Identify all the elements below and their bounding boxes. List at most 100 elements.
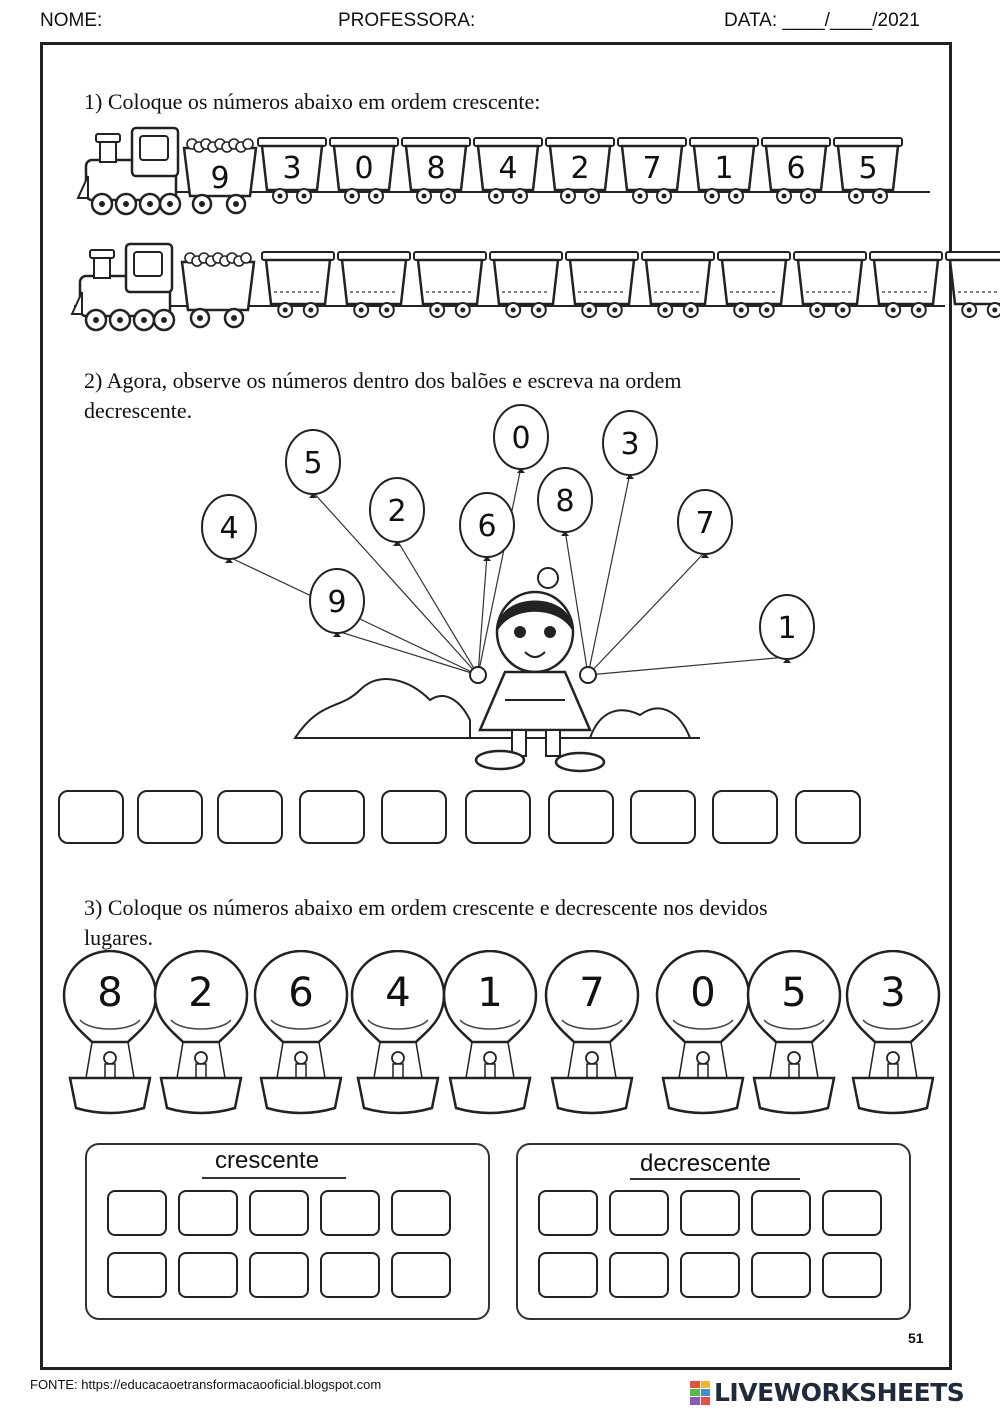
date-label: DATA: ____/____/2021 (724, 10, 920, 31)
wagon-number: 7 (642, 151, 661, 186)
balloon-number: 4 (219, 511, 238, 546)
empty-wagon (945, 251, 1000, 318)
empty-wagon (413, 251, 487, 318)
answer-box[interactable] (538, 1252, 598, 1298)
balloon: 9 (309, 568, 365, 637)
train-wagon: 6 (761, 137, 831, 204)
answer-box[interactable] (391, 1252, 451, 1298)
balloon: 3 (602, 410, 658, 479)
hot-air-balloon-number: 2 (188, 970, 213, 1016)
answer-box[interactable] (320, 1252, 380, 1298)
q2-answer-row (0, 790, 1000, 850)
balloon-number: 5 (303, 446, 322, 481)
answer-box[interactable] (178, 1190, 238, 1236)
balloon-number: 8 (555, 484, 574, 519)
answer-box[interactable] (137, 790, 203, 844)
answer-box[interactable] (465, 790, 531, 844)
balloon-number: 3 (620, 427, 639, 462)
answer-box[interactable] (822, 1190, 882, 1236)
balloon: 8 (537, 467, 593, 536)
hot-air-balloon-number: 4 (385, 970, 410, 1016)
professora-label: PROFESSORA: (338, 10, 476, 31)
answer-box[interactable] (751, 1190, 811, 1236)
empty-wagon (489, 251, 563, 318)
hot-air-balloon-number: 0 (690, 970, 715, 1016)
wagon-number: 8 (426, 151, 445, 186)
answer-box[interactable] (58, 790, 124, 844)
answer-box[interactable] (795, 790, 861, 844)
hot-air-balloon: 2 (153, 950, 249, 1115)
question-1-text: 1) Coloque os números abaixo em ordem cr… (84, 89, 541, 114)
answer-box[interactable] (249, 1190, 309, 1236)
answer-box[interactable] (680, 1252, 740, 1298)
answer-box[interactable] (822, 1252, 882, 1298)
balloon: 2 (369, 477, 425, 546)
answer-box[interactable] (548, 790, 614, 844)
wagon-number: 1 (714, 151, 733, 186)
question-2-text-line2: decrescente. (84, 398, 193, 423)
answer-box[interactable] (107, 1252, 167, 1298)
empty-wagon (565, 251, 639, 318)
hot-air-balloon: 1 (442, 950, 538, 1115)
hot-air-balloon: 7 (544, 950, 640, 1115)
decrescente-panel: decrescente (516, 1143, 911, 1320)
wagon-number: 0 (354, 151, 373, 186)
hot-air-balloon: 8 (62, 950, 158, 1115)
decrescente-label: decrescente (640, 1150, 771, 1177)
brand-name: LIVEWORKSHEETS (714, 1378, 965, 1407)
hot-air-balloon-number: 1 (477, 970, 502, 1016)
answer-box[interactable] (217, 790, 283, 844)
train-wagon: 4 (473, 137, 543, 204)
balloon-number: 6 (477, 509, 496, 544)
answer-box[interactable] (751, 1252, 811, 1298)
balloon: 7 (677, 489, 733, 558)
liveworksheets-logo: LIVEWORKSHEETS (690, 1378, 965, 1407)
hot-air-balloon: 0 (655, 950, 751, 1115)
empty-wagon (641, 251, 715, 318)
answer-box[interactable] (538, 1190, 598, 1236)
wagon-number: 6 (786, 151, 805, 186)
worksheet-frame (40, 42, 952, 1370)
balloon: 6 (459, 492, 515, 561)
balloon-number: 2 (387, 494, 406, 529)
train-wagon: 3 (257, 137, 327, 204)
balloon: 0 (493, 404, 549, 473)
wagon-number: 4 (498, 151, 517, 186)
hot-air-balloon-number: 7 (579, 970, 604, 1016)
answer-box[interactable] (178, 1252, 238, 1298)
balloon-number: 0 (511, 421, 530, 456)
balloon-number: 1 (777, 611, 796, 646)
wagon-number: 9 (210, 161, 229, 196)
answer-box[interactable] (249, 1252, 309, 1298)
hot-air-balloon: 5 (746, 950, 842, 1115)
liveworksheets-logo-icon (690, 1380, 710, 1405)
question-3-text-line1: 3) Coloque os números abaixo em ordem cr… (84, 895, 768, 920)
answer-box[interactable] (107, 1190, 167, 1236)
girl-with-balloons: 4 5 2 9 6 08 3 7 1 (201, 404, 815, 773)
hot-air-balloon: 6 (253, 950, 349, 1115)
question-3-text-line2: lugares. (84, 925, 154, 950)
hot-air-balloon-number: 6 (288, 970, 313, 1016)
hot-air-balloon: 3 (845, 950, 941, 1115)
answer-box[interactable] (680, 1190, 740, 1236)
train-wagon: 7 (617, 137, 687, 204)
train-wagon: 1 (689, 137, 759, 204)
empty-wagon (717, 251, 791, 318)
answer-box[interactable] (630, 790, 696, 844)
nome-label: NOME: (40, 10, 103, 31)
girl-illustration (469, 567, 606, 773)
answer-box[interactable] (609, 1190, 669, 1236)
balloon: 1 (759, 594, 815, 663)
answer-box[interactable] (299, 790, 365, 844)
answer-box[interactable] (609, 1252, 669, 1298)
train-wagon: 8 (401, 137, 471, 204)
hot-air-balloon-number: 8 (97, 970, 122, 1016)
train-wagon: 2 (545, 137, 615, 204)
answer-box[interactable] (391, 1190, 451, 1236)
answer-box[interactable] (320, 1190, 380, 1236)
answer-box[interactable] (712, 790, 778, 844)
crescente-panel: crescente (85, 1143, 490, 1320)
question-2-text-line1: 2) Agora, observe os números dentro dos … (84, 368, 682, 393)
answer-box[interactable] (381, 790, 447, 844)
